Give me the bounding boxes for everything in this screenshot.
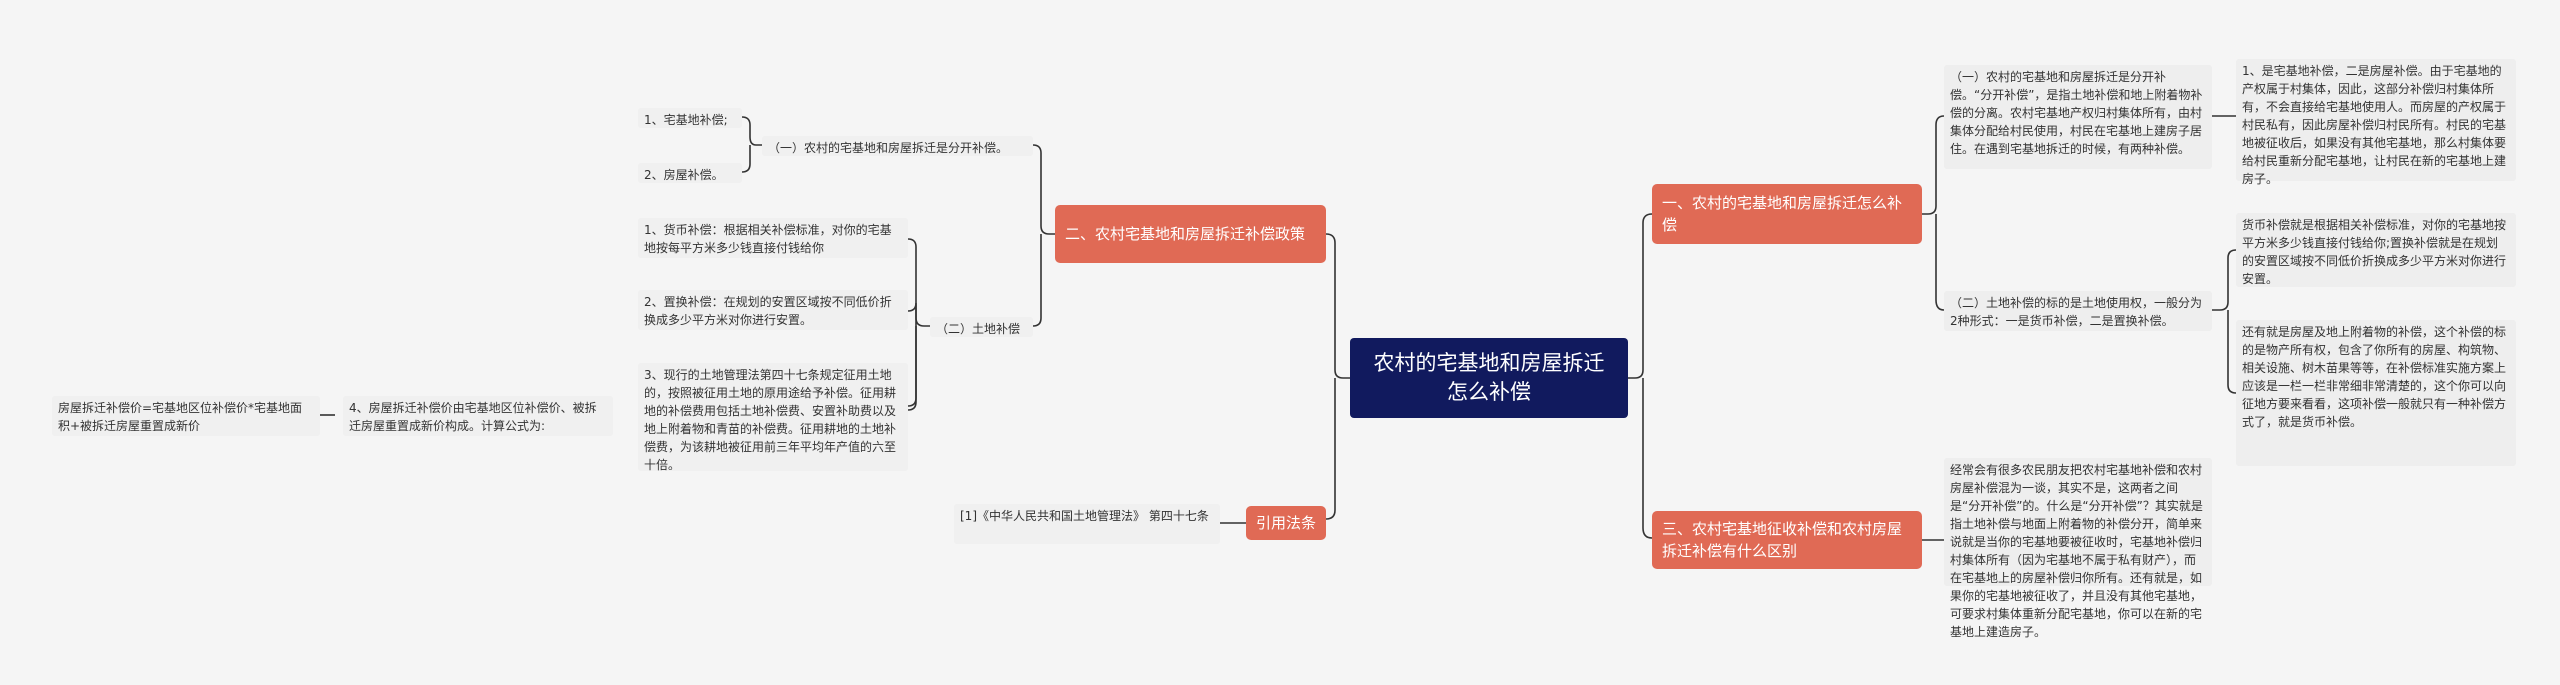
leaf-land-law-item: 3、现行的土地管理法第四十七条规定征用土地的，按照被征用土地的原用途给予补偿。征… [638, 363, 908, 472]
branch-cited-law-label: 引用法条 [1256, 514, 1317, 532]
leaf-cited-law-detail: [1]《中华人民共和国土地管理法》 第四十七条 [954, 504, 1220, 544]
leaf-house-price-item: 4、房屋拆迁补偿价由宅基地区位补偿价、被拆迁房屋重置成新价构成。计算公式为: [343, 396, 613, 436]
leaf-money-item: 1、货币补偿：根据相关补偿标准，对你的宅基地按每平方米多少钱直接付钱给你 [638, 218, 908, 258]
leaf-separate-compensation: （一）农村的宅基地和房屋拆迁是分开补偿。“分开补偿”，是指土地补偿和地上附着物补… [1944, 65, 2212, 169]
leaf-difference-detail: 经常会有很多农民朋友把农村宅基地补偿和农村房屋补偿混为一谈，其实不是，这两者之间… [1944, 458, 2212, 639]
leaf-homestead-compensation-detail: 1、是宅基地补偿，二是房屋补偿。由于宅基地的产权属于村集体，因此，这部分补偿归村… [2236, 59, 2516, 186]
branch-compensation-method[interactable]: 一、农村的宅基地和房屋拆迁怎么补偿 [1652, 184, 1922, 244]
leaf-land-compensation: （二）土地补偿的标的是土地使用权，一般分为2种形式：一是货币补偿，二是置换补偿。 [1944, 291, 2212, 331]
branch-compensation-method-label: 一、农村的宅基地和房屋拆迁怎么补偿 [1662, 194, 1903, 234]
leaf-attachment-compensation-detail: 还有就是房屋及地上附着物的补偿，这个补偿的标的是物产所有权，包含了你所有的房屋、… [2236, 320, 2516, 466]
leaf-separate-compensation-left: （一）农村的宅基地和房屋拆迁是分开补偿。 [762, 136, 1033, 156]
leaf-homestead-item: 1、宅基地补偿; [638, 108, 742, 128]
leaf-house-price-formula: 房屋拆迁补偿价=宅基地区位补偿价*宅基地面积+被拆迁房屋重置成新价 [52, 396, 320, 436]
leaf-replacement-item: 2、置换补偿：在规划的安置区域按不同低价折换成多少平方米对你进行安置。 [638, 290, 908, 330]
branch-policy[interactable]: 二、农村宅基地和房屋拆迁补偿政策 [1055, 205, 1326, 263]
leaf-money-replacement-detail: 货币补偿就是根据相关补偿标准，对你的宅基地按平方米多少钱直接付钱给你;置换补偿就… [2236, 213, 2516, 287]
root-topic-label: 农村的宅基地和房屋拆迁怎么补偿 [1373, 351, 1605, 404]
root-topic[interactable]: 农村的宅基地和房屋拆迁怎么补偿 [1350, 338, 1628, 418]
leaf-house-item: 2、房屋补偿。 [638, 163, 742, 183]
branch-policy-label: 二、农村宅基地和房屋拆迁补偿政策 [1065, 225, 1306, 243]
branch-difference[interactable]: 三、农村宅基地征收补偿和农村房屋拆迁补偿有什么区别 [1652, 511, 1922, 569]
branch-cited-law[interactable]: 引用法条 [1246, 506, 1326, 540]
leaf-land-compensation-left: （二）土地补偿 [930, 317, 1033, 337]
branch-difference-label: 三、农村宅基地征收补偿和农村房屋拆迁补偿有什么区别 [1662, 520, 1903, 560]
